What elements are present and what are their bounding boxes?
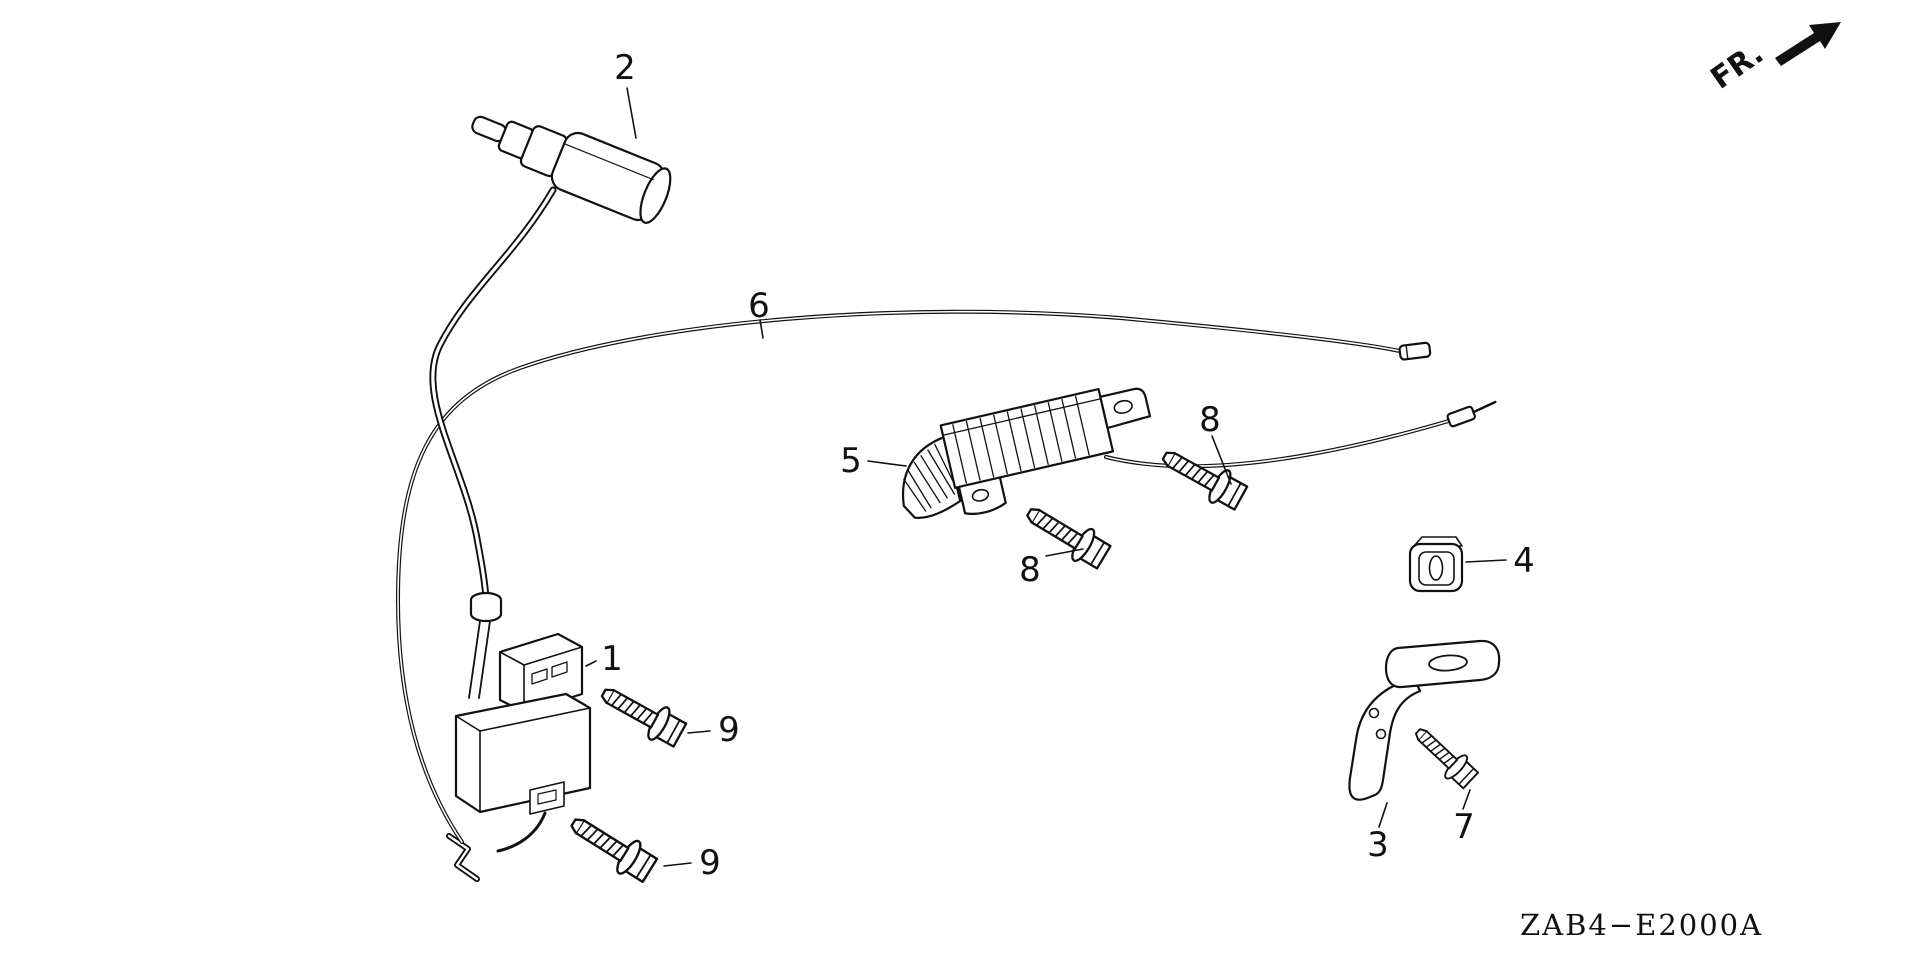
callout-8-upper: 8 (1199, 400, 1221, 440)
coil-pigtail (496, 811, 547, 853)
spark-plug-cap (471, 115, 672, 224)
cable-clip (1408, 536, 1464, 593)
bolt-7 (1406, 719, 1483, 793)
leader-8-lower (1045, 548, 1084, 557)
assembly-body (939, 387, 1115, 489)
cable-bracket (1348, 639, 1501, 801)
assembly-ear-upper (1099, 387, 1152, 430)
leader-5 (867, 460, 907, 467)
callout-6: 6 (748, 286, 770, 326)
leader-9-lower (663, 862, 692, 867)
ignition-coil (454, 591, 592, 853)
assembly-lever-fan (901, 435, 962, 519)
ignition-wire (429, 186, 557, 602)
callout-9-lower: 9 (699, 843, 721, 883)
callout-7: 7 (1453, 807, 1475, 847)
callout-5: 5 (840, 441, 862, 481)
leader-4 (1465, 559, 1507, 563)
diagram-part-code: ZAB4−E2000A (1520, 908, 1763, 942)
control-assembly (901, 387, 1152, 519)
bracket-plate (1384, 639, 1501, 689)
front-direction-label: FR. (1705, 36, 1771, 97)
front-arrow-icon (1775, 22, 1841, 66)
callout-1: 1 (601, 639, 623, 679)
leader-3 (1378, 802, 1388, 828)
cable-end-terminal (1398, 341, 1432, 361)
leader-1 (585, 660, 597, 667)
callout-8-lower: 8 (1019, 550, 1041, 590)
leader-9-upper (687, 730, 711, 734)
ignition-wire-run (429, 186, 557, 602)
throttle-cable (396, 309, 1432, 882)
leader-lines (585, 87, 1507, 867)
branch-end-terminal (1446, 400, 1497, 428)
leader-7 (1462, 789, 1471, 810)
bolt-9-upper (593, 675, 691, 753)
callout-4: 4 (1513, 541, 1535, 581)
coil-body (454, 692, 592, 814)
leader-2 (626, 87, 637, 139)
leader-8-upper (1211, 435, 1232, 485)
cap-end (639, 167, 672, 224)
callout-3: 3 (1367, 825, 1389, 865)
control-cable-branch (1104, 400, 1497, 469)
bolt-8-upper (1154, 438, 1252, 516)
callout-9-upper: 9 (718, 710, 740, 750)
leader-6 (759, 319, 764, 339)
bracket-arm (1348, 676, 1422, 801)
callout-2: 2 (614, 48, 636, 88)
front-direction-marker: FR. (1705, 22, 1841, 97)
bolt-9-lower (561, 805, 662, 888)
